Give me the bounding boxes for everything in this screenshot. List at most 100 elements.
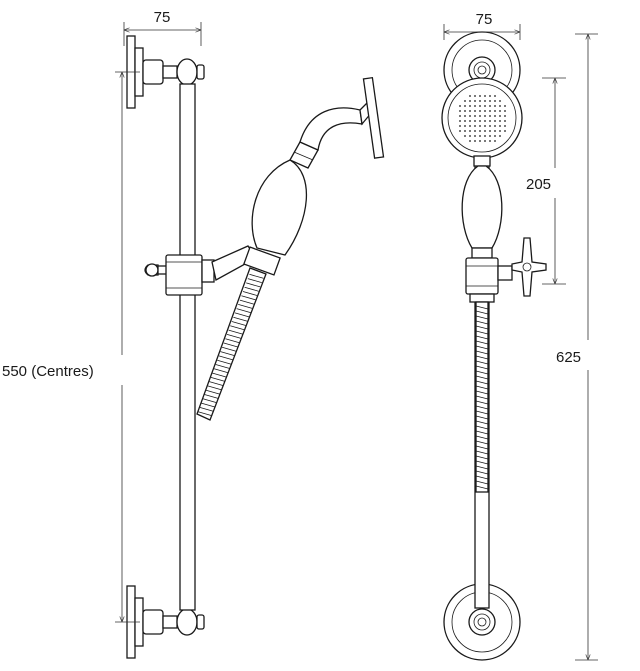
nozzle-dot — [494, 110, 496, 112]
nozzle-dot — [489, 105, 491, 107]
spray-nozzles — [459, 95, 506, 142]
front-shower-head — [441, 77, 523, 159]
nozzle-dot — [469, 120, 471, 122]
nozzle-dot — [469, 95, 471, 97]
nozzle-dot — [479, 140, 481, 142]
nozzle-dot — [464, 105, 466, 107]
nozzle-dot — [464, 100, 466, 102]
nozzle-dot — [499, 135, 501, 137]
nozzle-dot — [494, 120, 496, 122]
nozzle-dot — [494, 115, 496, 117]
nozzle-dot — [469, 115, 471, 117]
nozzle-dot — [479, 135, 481, 137]
nozzle-dot — [484, 115, 486, 117]
nozzle-dot — [459, 115, 461, 117]
nozzle-dot — [494, 125, 496, 127]
nozzle-dot — [474, 125, 476, 127]
nozzle-dot — [479, 110, 481, 112]
side-holder-arm — [211, 245, 281, 281]
front-bottom-wall-plate — [443, 583, 521, 661]
nozzle-dot — [499, 105, 501, 107]
nozzle-dot — [464, 110, 466, 112]
front-handle — [461, 155, 503, 259]
side-centres-dimension: 550 (Centres) — [2, 71, 140, 623]
nozzle-dot — [474, 95, 476, 97]
nozzle-dot — [489, 115, 491, 117]
nozzle-dot — [469, 110, 471, 112]
nozzle-dot — [504, 115, 506, 117]
nozzle-dot — [484, 105, 486, 107]
nozzle-dot — [499, 125, 501, 127]
nozzle-dot — [464, 125, 466, 127]
nozzle-dot — [474, 130, 476, 132]
front-view — [441, 31, 547, 661]
nozzle-dot — [464, 115, 466, 117]
nozzle-dot — [504, 110, 506, 112]
side-slider-block — [144, 254, 215, 296]
cross-knob — [511, 237, 547, 297]
nozzle-dot — [469, 105, 471, 107]
side-riser-rail — [179, 83, 196, 611]
nozzle-dot — [479, 105, 481, 107]
nozzle-dot — [474, 100, 476, 102]
nozzle-dot — [464, 135, 466, 137]
front-width-dimension: 75 — [443, 11, 521, 40]
nozzle-dot — [489, 100, 491, 102]
nozzle-dot — [469, 125, 471, 127]
nozzle-dot — [484, 120, 486, 122]
nozzle-dot — [494, 135, 496, 137]
nozzle-dot — [499, 130, 501, 132]
nozzle-dot — [484, 100, 486, 102]
nozzle-dot — [479, 100, 481, 102]
nozzle-dot — [494, 95, 496, 97]
nozzle-dot — [469, 130, 471, 132]
nozzle-dot — [489, 110, 491, 112]
nozzle-dot — [464, 130, 466, 132]
nozzle-dot — [479, 95, 481, 97]
front-overall-height-dimension: 625 — [556, 33, 598, 661]
nozzle-dot — [474, 115, 476, 117]
front-head-height-dimension: 205 — [526, 77, 566, 285]
nozzle-dot — [494, 130, 496, 132]
front-overall-height-label: 625 — [556, 349, 581, 366]
nozzle-dot — [494, 105, 496, 107]
nozzle-dot — [494, 140, 496, 142]
nozzle-dot — [479, 115, 481, 117]
nozzle-dot — [469, 135, 471, 137]
nozzle-dot — [499, 115, 501, 117]
side-width-label: 75 — [154, 9, 171, 26]
side-handset — [251, 76, 385, 256]
nozzle-dot — [479, 125, 481, 127]
nozzle-dot — [484, 125, 486, 127]
nozzle-dot — [494, 100, 496, 102]
nozzle-dot — [484, 130, 486, 132]
nozzle-dot — [504, 105, 506, 107]
nozzle-dot — [484, 140, 486, 142]
nozzle-dot — [504, 120, 506, 122]
front-width-label: 75 — [476, 11, 493, 28]
nozzle-dot — [474, 140, 476, 142]
front-hose — [475, 301, 489, 493]
nozzle-dot — [459, 105, 461, 107]
nozzle-dot — [484, 95, 486, 97]
nozzle-dot — [504, 130, 506, 132]
side-width-dimension: 75 — [123, 9, 202, 46]
nozzle-dot — [469, 140, 471, 142]
nozzle-dot — [489, 135, 491, 137]
nozzle-dot — [499, 120, 501, 122]
nozzle-dot — [459, 130, 461, 132]
nozzle-dot — [464, 120, 466, 122]
nozzle-dot — [489, 130, 491, 132]
nozzle-dot — [479, 120, 481, 122]
nozzle-dot — [489, 125, 491, 127]
nozzle-dot — [489, 95, 491, 97]
nozzle-dot — [484, 110, 486, 112]
front-head-height-label: 205 — [526, 176, 551, 193]
nozzle-dot — [479, 130, 481, 132]
nozzle-dot — [474, 120, 476, 122]
nozzle-dot — [474, 105, 476, 107]
side-centres-label: 550 (Centres) — [2, 363, 94, 380]
nozzle-dot — [489, 120, 491, 122]
front-slider — [465, 237, 547, 303]
nozzle-dot — [459, 125, 461, 127]
